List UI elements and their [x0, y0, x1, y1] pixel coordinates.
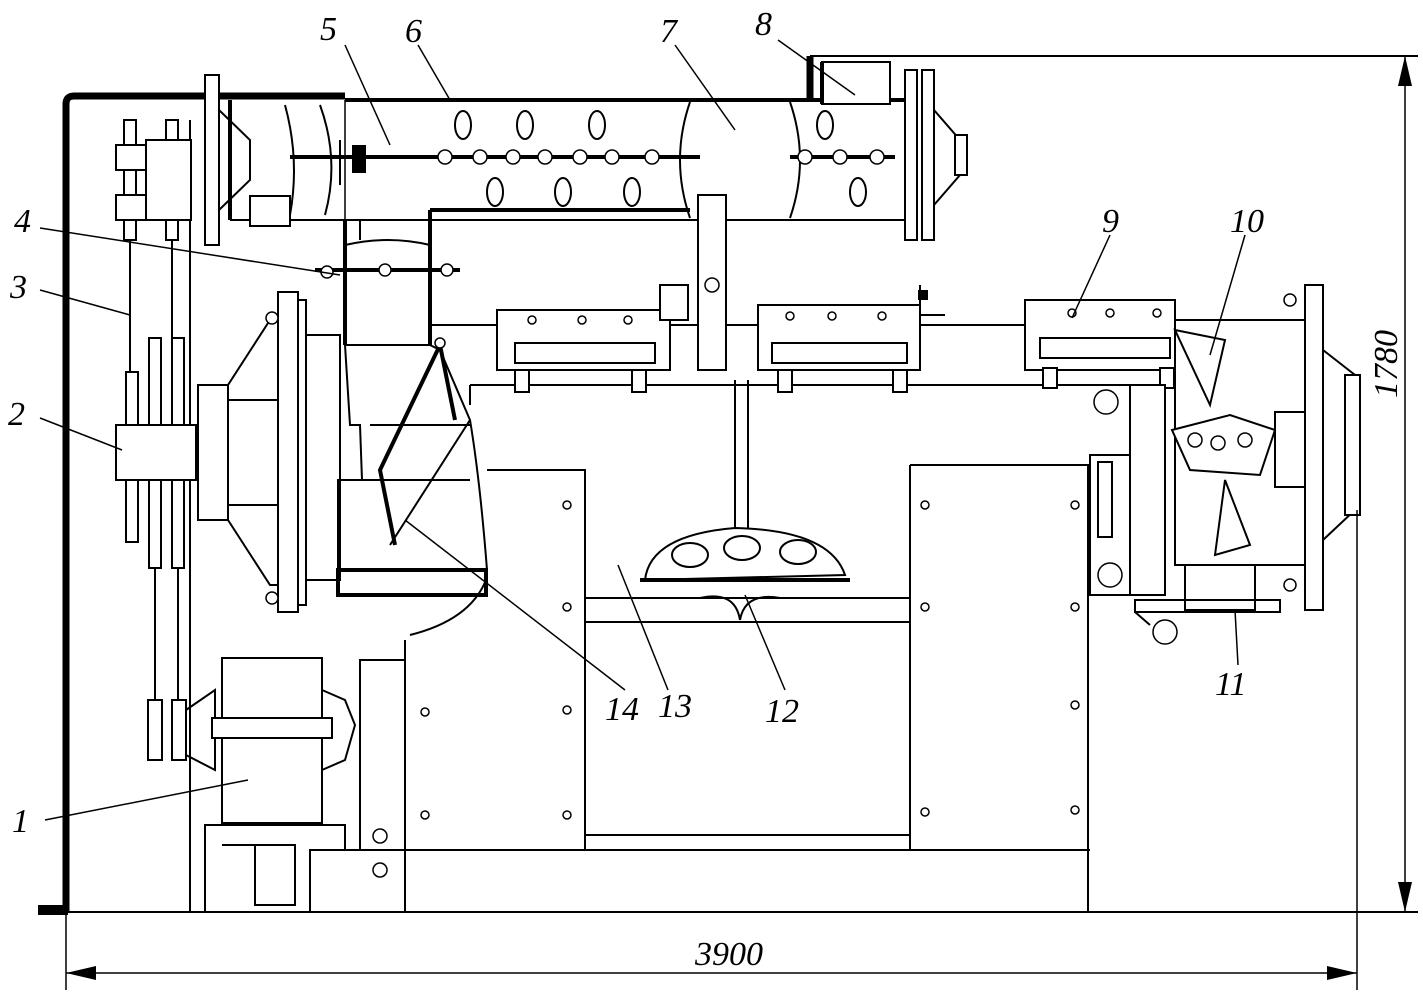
leader-lines [39, 39, 1246, 821]
sieve-frame-1 [496, 284, 689, 393]
label-11: 11 [1215, 666, 1246, 703]
sieve-frame-2 [757, 285, 945, 393]
right-bin [909, 464, 1089, 912]
label-5: 5 [320, 11, 337, 48]
belt-drive [115, 119, 216, 772]
right-fan [1089, 284, 1361, 611]
rotor-disc [585, 526, 910, 623]
label-13: 13 [658, 688, 692, 725]
lower-supports [309, 659, 406, 913]
cyclone-chute [336, 208, 690, 636]
label-10: 10 [1230, 203, 1264, 240]
label-8: 8 [755, 6, 772, 43]
label-12: 12 [765, 693, 799, 730]
tube-left-flange [204, 74, 251, 246]
sieve-frame-3 [1024, 299, 1176, 389]
label-1: 1 [12, 803, 29, 840]
hopper-bin [404, 469, 1090, 912]
width-dimension [65, 510, 1358, 990]
auger-paddles [437, 110, 885, 207]
tube-end-flange [904, 69, 968, 241]
rod [315, 263, 460, 279]
label-6: 6 [405, 13, 422, 50]
hanger [697, 194, 749, 540]
label-2: 2 [8, 396, 25, 433]
label-14: 14 [605, 691, 639, 728]
label-4: 4 [14, 203, 31, 240]
fan-motor [1134, 564, 1281, 645]
width-dimension-label: 3900 [694, 936, 763, 973]
fan-housing [197, 291, 341, 613]
height-dimension-label: 1780 [1368, 330, 1405, 398]
top-hopper [820, 61, 891, 105]
label-9: 9 [1102, 203, 1119, 240]
label-7: 7 [660, 13, 679, 50]
height-dimension [1398, 56, 1412, 912]
label-3: 3 [9, 269, 27, 306]
auger-tube [228, 100, 905, 240]
